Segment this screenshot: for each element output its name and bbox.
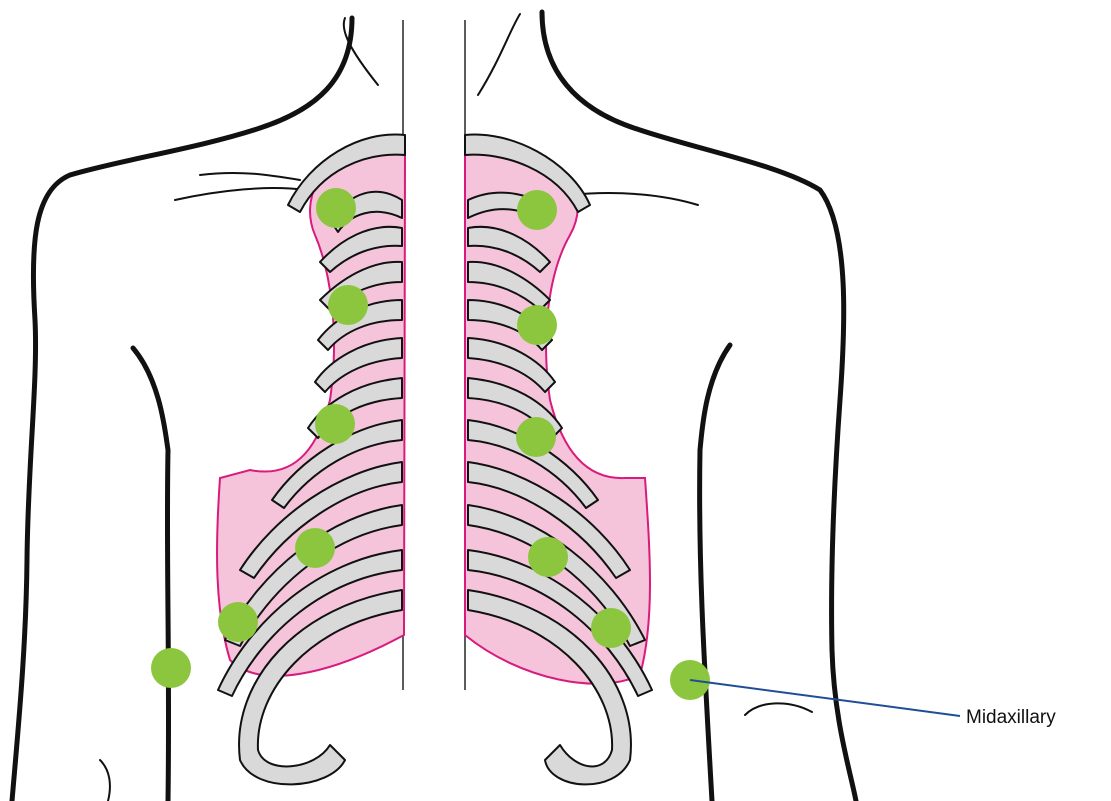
point-right-2[interactable] [517, 305, 557, 345]
auscultation-points [151, 188, 710, 700]
point-left-2[interactable] [328, 285, 368, 325]
point-left-3[interactable] [315, 404, 355, 444]
point-right-4[interactable] [528, 537, 568, 577]
body-outline [12, 12, 856, 801]
point-left-5[interactable] [218, 602, 258, 642]
point-left-4[interactable] [295, 528, 335, 568]
point-right-5[interactable] [591, 608, 631, 648]
point-right-1[interactable] [517, 190, 557, 230]
leader-line [690, 680, 960, 716]
midaxillary-label: Midaxillary [966, 707, 1056, 728]
spine [403, 20, 465, 690]
point-right-3[interactable] [516, 417, 556, 457]
point-left-1[interactable] [316, 188, 356, 228]
midaxillary-annotation: Midaxillary [690, 680, 1056, 728]
point-left-midaxillary[interactable] [151, 648, 191, 688]
